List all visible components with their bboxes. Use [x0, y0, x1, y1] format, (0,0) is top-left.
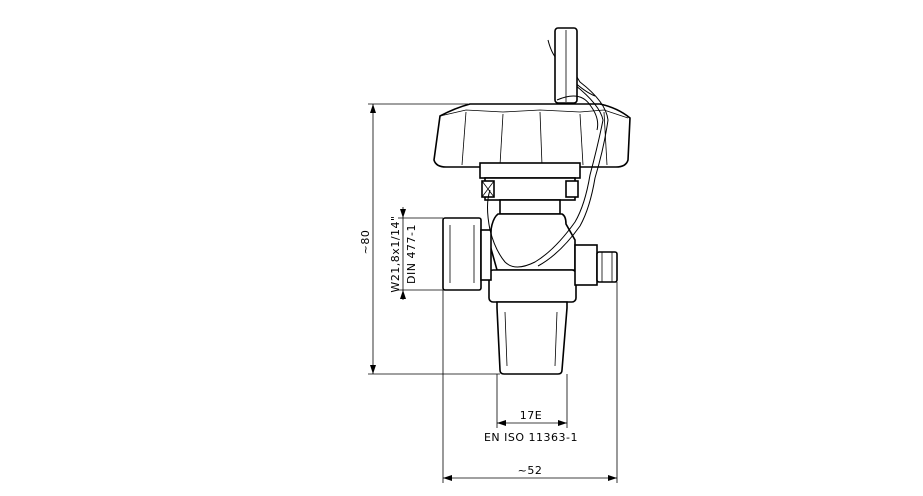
height-dimension: ~80: [359, 103, 500, 375]
retaining-wire: [487, 27, 609, 268]
inlet-stem: [496, 301, 568, 375]
valve-body: [488, 213, 598, 303]
outlet-thread-dimension: W21,8x1/14" DIN 477-1: [389, 207, 443, 300]
inlet-thread-label: 17E: [520, 409, 542, 422]
valve-bonnet: [481, 177, 579, 215]
safety-plug: [596, 251, 618, 283]
width-dimension: ~52: [442, 282, 618, 483]
width-label: ~52: [518, 464, 543, 477]
outlet-standard-label: DIN 477-1: [405, 224, 418, 284]
inlet-thread-dimension: 17E EN ISO 11363-1: [484, 374, 578, 444]
outlet-thread-label: W21,8x1/14": [389, 215, 402, 292]
side-outlet: [442, 217, 492, 291]
height-label: ~80: [359, 230, 372, 255]
handwheel: [433, 103, 631, 179]
inlet-standard-label: EN ISO 11363-1: [484, 431, 578, 444]
